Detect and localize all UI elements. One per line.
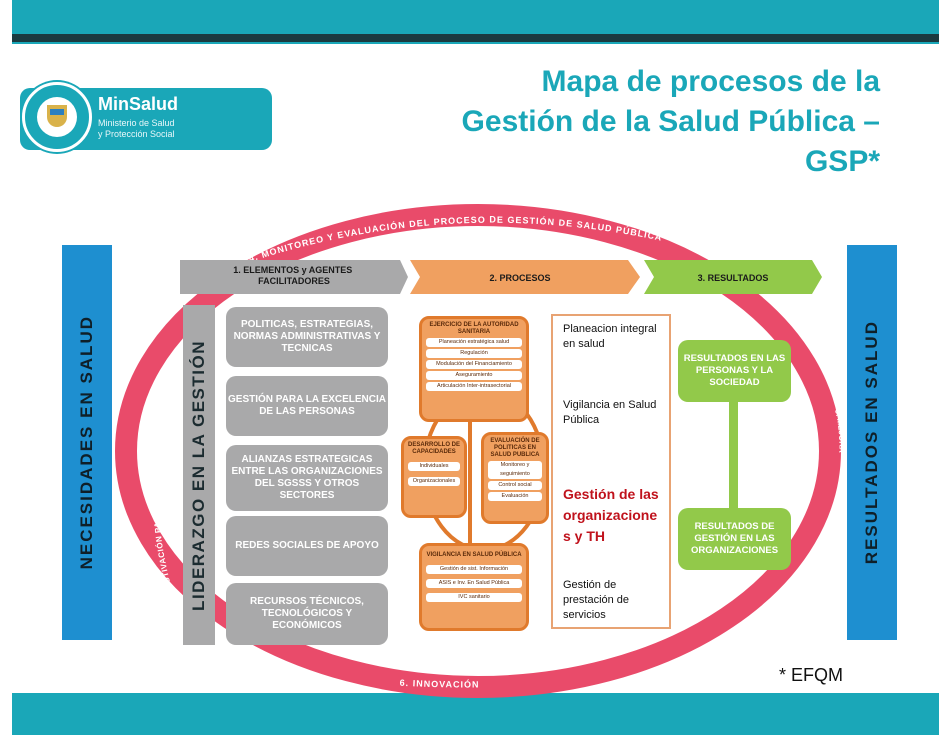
sidebar-necesidades: NECESIDADES EN SALUD: [62, 245, 112, 640]
process-vigilancia: Vigilancia en Salud Pública: [563, 399, 657, 426]
arrow-3: [644, 260, 822, 294]
facilitator-label: REDES SOCIALES DE APOYO: [235, 540, 379, 551]
top-band-stripe: [12, 34, 939, 42]
result-box-organizaciones: RESULTADOS DE GESTIÓN EN LAS ORGANIZACIO…: [678, 508, 791, 570]
facilitator-box-3: ALIANZAS ESTRATEGICAS ENTRE LAS ORGANIZA…: [226, 445, 388, 511]
desarrollo-item: Individuales: [408, 462, 460, 471]
logo-sub-line1: Ministerio de Salud: [98, 118, 175, 128]
vigilancia-item: ASIS e Inv. En Salud Pública: [426, 579, 522, 588]
cycle-ellipse: [115, 204, 841, 698]
facilitator-label: POLITICAS, ESTRATEGIAS, NORMAS ADMINISTR…: [233, 319, 381, 354]
facilitator-label: GESTIÓN PARA LA EXCELENCIA DE LAS PERSON…: [228, 394, 386, 417]
vigilancia-title: VIGILANCIA EN SALUD PÚBLICA: [426, 552, 522, 558]
facilitator-box-4: REDES SOCIALES DE APOYO: [226, 516, 388, 576]
logo-name: MinSalud: [98, 94, 178, 114]
process-gestion-organizaciones: Gestión de las organizacione s y TH: [563, 486, 659, 544]
result-label: RESULTADOS DE GESTIÓN EN LAS ORGANIZACIO…: [690, 521, 779, 556]
sidebar-resultados-label: RESULTADOS EN SALUD: [862, 320, 881, 565]
evaluacion-item: Control social: [488, 481, 542, 490]
processes-list-box: Planeacion integral en salud Vigilancia …: [551, 314, 671, 629]
desarrollo-title: DESARROLLO DE CAPACIDADES: [407, 442, 460, 455]
footnote: * EFQM: [779, 665, 844, 685]
liderazgo-bar: LIDERAZGO EN LA GESTIÓN: [183, 305, 215, 645]
ejercicio-item: Modulación del Financiamiento: [426, 360, 522, 369]
evaluacion-box: EVALUACIÓN DE POLITICAS EN SALUD PUBLICA…: [481, 432, 549, 524]
logo-sub-line2: y Protección Social: [98, 129, 175, 139]
facilitator-label: ALIANZAS ESTRATEGICAS ENTRE LAS ORGANIZA…: [231, 454, 383, 501]
result-box-personas: RESULTADOS EN LAS PERSONAS Y LA SOCIEDAD: [678, 340, 791, 402]
facilitator-box-5: RECURSOS TÉCNICOS, TECNOLÓGICOS Y ECONÓM…: [226, 583, 388, 645]
top-band-margin: [0, 0, 12, 44]
logo-subtitle: Ministerio de Salud y Protección Social: [98, 118, 268, 140]
evaluacion-title: EVALUACIÓN DE POLITICAS EN SALUD PUBLICA: [490, 438, 540, 458]
facilitator-label: RECURSOS TÉCNICOS, TECNOLÓGICOS Y ECONÓM…: [250, 596, 364, 631]
arrow-1-label: 1. ELEMENTOS y AGENTES FACILITADORES: [233, 265, 355, 286]
ejercicio-item: Articulación Inter-intrasectorial: [426, 382, 522, 391]
ejercicio-title: EJERCICIO DE LA AUTORIDAD SANITARIA: [429, 322, 519, 335]
evaluacion-item: Monitoreo y seguimiento: [488, 461, 542, 479]
arrow-2-label: 2. PROCESOS: [489, 273, 550, 283]
ejercicio-item: Planeación estratégica salud: [426, 338, 522, 347]
ejercicio-box: EJERCICIO DE LA AUTORIDAD SANITARIA Plan…: [419, 316, 529, 422]
sidebar-necesidades-label: NECESIDADES EN SALUD: [77, 315, 96, 570]
title-line1: Mapa de procesos de la: [541, 65, 880, 98]
process-prestacion-servicios: Gestión de prestación de servicios: [563, 579, 630, 621]
facilitator-box-2: GESTIÓN PARA LA EXCELENCIA DE LAS PERSON…: [226, 376, 388, 436]
green-connector: [729, 400, 738, 520]
colombia-seal-icon: [22, 82, 92, 152]
result-label: RESULTADOS EN LAS PERSONAS Y LA SOCIEDAD: [683, 353, 786, 388]
arrow-3-label: 3. RESULTADOS: [698, 273, 769, 283]
page-title: Mapa de procesos de la Gestión de la Sal…: [380, 62, 880, 182]
process-planeacion: Planeacion integral en salud: [563, 323, 657, 350]
evaluacion-item: Evaluación: [488, 492, 542, 501]
desarrollo-item: Organizacionales: [408, 477, 460, 486]
ellipse-label-bottom: 6. INNOVACIÓN: [399, 678, 479, 690]
ejercicio-item: Aseguramiento: [426, 371, 522, 380]
facilitator-box-1: POLITICAS, ESTRATEGIAS, NORMAS ADMINISTR…: [226, 307, 388, 367]
sidebar-resultados: RESULTADOS EN SALUD: [847, 245, 897, 640]
vigilancia-item: Gestión de sist. Información: [426, 565, 522, 574]
liderazgo-label: LIDERAZGO EN LA GESTIÓN: [189, 339, 208, 611]
arrow-1: [180, 260, 408, 294]
arrow-2: [410, 260, 640, 294]
vigilancia-item: IVC sanitario: [426, 593, 522, 602]
vigilancia-box: VIGILANCIA EN SALUD PÚBLICA Gestión de s…: [419, 543, 529, 631]
title-line2: Gestión de la Salud Pública –: [461, 105, 880, 138]
title-line3: GSP*: [804, 145, 880, 178]
bottom-band: [12, 693, 939, 735]
desarrollo-box: DESARROLLO DE CAPACIDADES Individuales O…: [401, 436, 467, 518]
ejercicio-item: Regulación: [426, 349, 522, 358]
